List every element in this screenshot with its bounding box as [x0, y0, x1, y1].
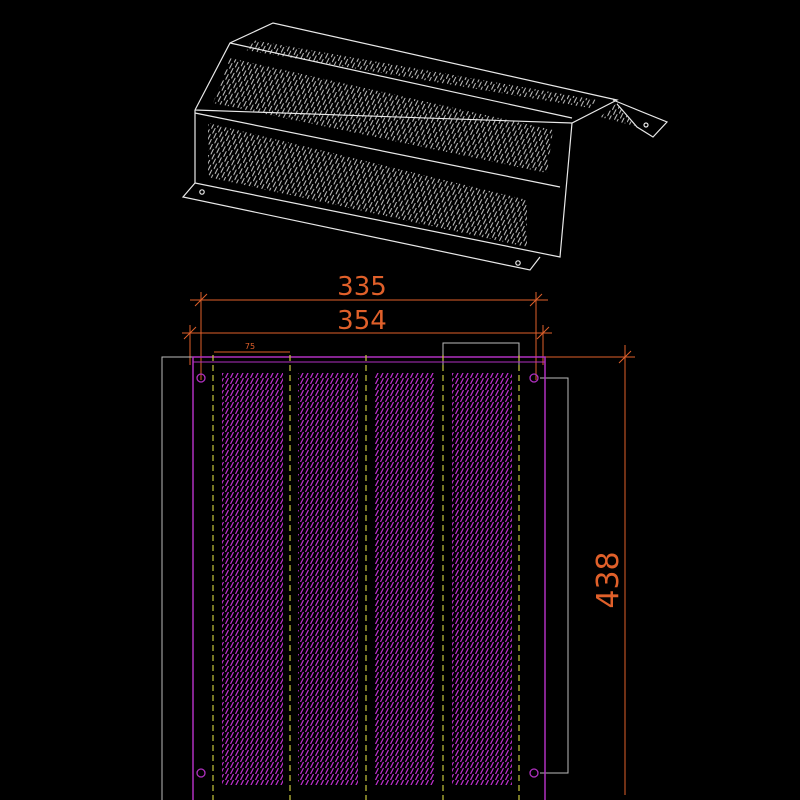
upper-face-mesh [213, 58, 553, 173]
panel-outline [192, 356, 546, 800]
mounting-hole [515, 260, 521, 266]
dimension-335 [190, 292, 548, 380]
front-face [194, 110, 573, 258]
lower-face-mesh [208, 123, 527, 247]
isometric-view [181, 22, 669, 271]
mesh-strip-2 [298, 373, 358, 785]
outline [194, 22, 619, 124]
dimension-label-75: 75 [245, 342, 255, 351]
mounting-hole [199, 189, 205, 195]
ridge-line [229, 42, 573, 119]
fold-centerlines [212, 355, 520, 800]
mounting-hole [529, 768, 539, 778]
dimension-label-354: 354 [337, 306, 387, 336]
dimension-354 [182, 325, 552, 365]
top-slope-mesh [245, 40, 597, 108]
mounting-hole [529, 373, 539, 383]
mesh-strip-3 [375, 373, 435, 785]
mounting-hole [196, 768, 206, 778]
flat-panel [192, 355, 546, 800]
reference-lines [161, 342, 569, 800]
mounting-hole [643, 122, 649, 128]
right-flange-mesh [600, 103, 635, 126]
bottom-flange [181, 182, 541, 271]
mesh-strip-1 [222, 373, 283, 785]
dimension-438 [540, 345, 635, 795]
right-flange [612, 99, 669, 138]
dimension-label-438: 438 [591, 551, 626, 608]
dimension-label-335: 335 [337, 272, 387, 302]
mesh-strip-4 [452, 373, 512, 785]
mounting-hole [196, 373, 206, 383]
fold-line [194, 112, 561, 188]
